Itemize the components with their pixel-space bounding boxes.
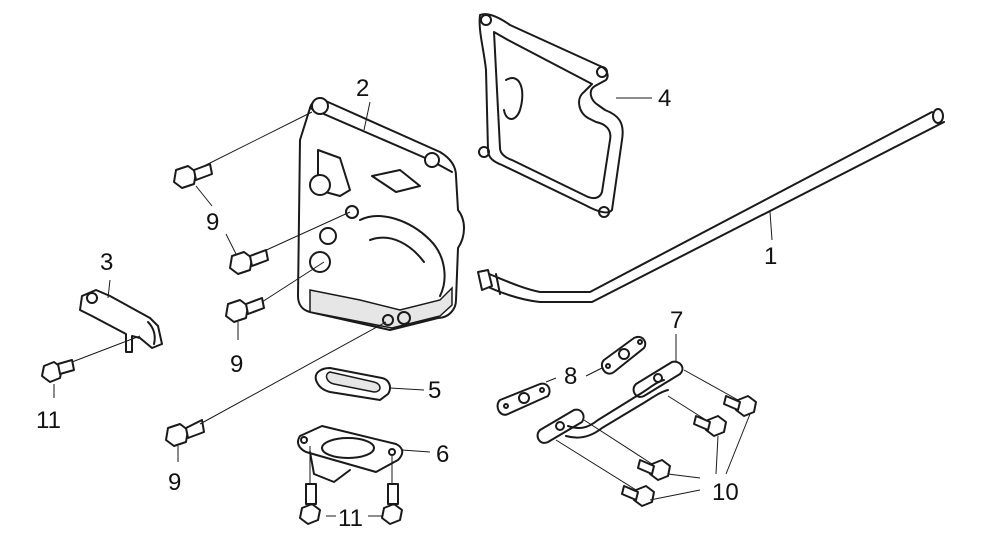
bolt-part-10-a: [723, 395, 757, 417]
bolt-part-11-bottom-b: [381, 483, 403, 525]
bolt-part-10-c: [637, 459, 671, 481]
bolt-part-11-bottom-a: [299, 483, 321, 525]
bolt-part-9-bottom: [165, 419, 205, 447]
callout-6: 6: [436, 441, 449, 468]
cylinder-head-cover-part-2: [297, 97, 465, 331]
callout-7: 7: [670, 307, 683, 334]
callout-9-bottom: 9: [168, 469, 181, 496]
callout-9-top: 9: [206, 209, 219, 236]
bolt-part-10-b: [693, 415, 727, 437]
leader-lines: [53, 97, 773, 517]
bolt-part-9-top: [173, 163, 213, 189]
callout-4: 4: [658, 85, 671, 112]
pipe-part-7: [536, 360, 684, 444]
callout-10: 10: [712, 479, 739, 506]
callout-1: 1: [764, 243, 777, 270]
gasket-part-4: [478, 13, 624, 218]
bolt-part-9-low: [225, 297, 265, 323]
plate-part-6: [297, 425, 404, 483]
gasket-part-8: [496, 336, 647, 416]
callout-8: 8: [564, 363, 577, 390]
bracket-part-3: [79, 289, 163, 353]
callout-5: 5: [428, 377, 441, 404]
callout-9-middle: 9: [230, 351, 243, 378]
breather-tube-part-1: [477, 108, 945, 303]
packing-part-5: [314, 367, 391, 401]
callout-11-bottom: 11: [338, 505, 363, 532]
bolt-part-10-d: [621, 485, 655, 507]
callout-11-left: 11: [36, 407, 61, 434]
bolt-part-9-mid: [229, 249, 269, 275]
bolt-part-11-left: [41, 359, 75, 383]
callout-2: 2: [356, 75, 369, 102]
callout-3: 3: [100, 249, 113, 276]
